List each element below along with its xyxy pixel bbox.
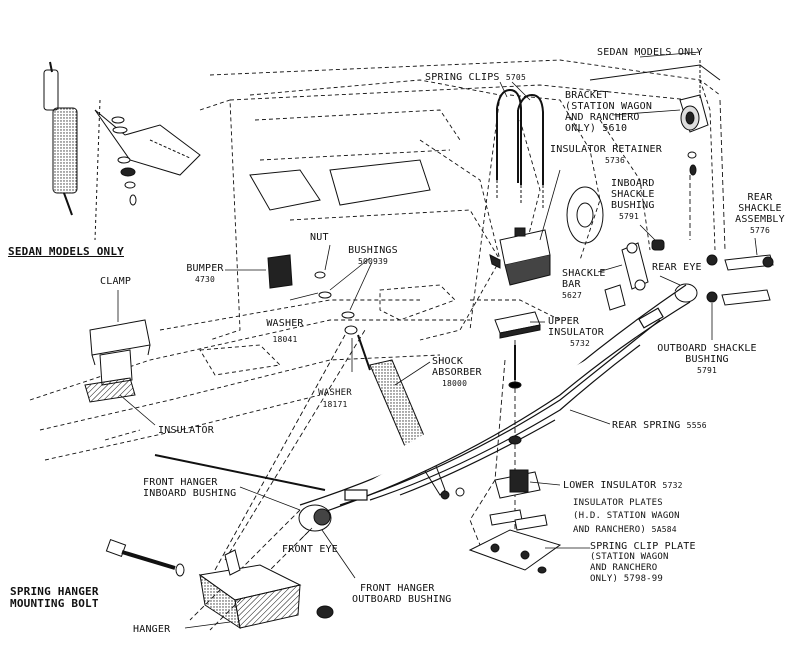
spring-clips-label: SPRING CLIPS 5705 xyxy=(425,72,526,83)
nut-washers xyxy=(314,271,358,335)
sedan-models-only-left: SEDAN MODELS ONLY xyxy=(8,245,124,258)
upper-insulator-label: UPPER INSULATOR 5732 xyxy=(548,316,604,348)
bracket-label: BRACKET (STATION WAGON AND RANCHERO ONLY… xyxy=(565,90,653,134)
washer-18171-label: WASHER 18171 xyxy=(318,388,352,409)
front-hanger-inboard-bushing-label: FRONT HANGER INBOARD BUSHING xyxy=(143,477,237,499)
outboard-shackle-bushing-label: OUTBOARD SHACKLE BUSHING 5791 xyxy=(657,343,757,375)
insulator-plates xyxy=(489,509,548,531)
clamp-label: CLAMP xyxy=(100,276,132,287)
bracket xyxy=(679,60,709,176)
washer-18041-label: WASHER 18041 xyxy=(266,318,304,344)
shock-absorber-label: SHOCK ABSORBER 18000 xyxy=(432,356,482,388)
clamp xyxy=(84,319,151,403)
rear-shackle-assembly-label: REAR SHACKLE ASSEMBLY 5776 xyxy=(735,192,785,235)
nut-label: NUT xyxy=(310,232,329,243)
spring-hanger-mounting-bolt-label: SPRING HANGER MOUNTING BOLT xyxy=(10,585,99,610)
bumper-label: BUMPER 4730 xyxy=(186,263,224,284)
sedan-models-only-top: SEDAN MODELS ONLY xyxy=(597,47,703,58)
spring-clips xyxy=(496,88,544,210)
inboard-shackle-bushing xyxy=(651,239,665,251)
front-eye-label: FRONT EYE xyxy=(282,544,338,555)
rear-spring xyxy=(299,284,691,521)
hanger-label: HANGER xyxy=(133,624,171,635)
inboard-shackle-bushing-label: INBOARD SHACKLE BUSHING 5791 xyxy=(611,178,655,221)
sedan-front-shock xyxy=(43,61,201,241)
hanger xyxy=(198,549,302,630)
front-hanger-outboard-bushing-label: FRONT HANGER OUTBOARD BUSHING xyxy=(352,583,452,605)
rear-spring-label: REAR SPRING 5556 xyxy=(612,420,707,431)
shackle-bar-label: SHACKLE BAR 5627 xyxy=(562,268,606,300)
lower-insulator xyxy=(494,345,541,499)
insulator-retainer-label: INSULATOR RETAINER 5736 xyxy=(550,144,662,165)
bushings-label: BUSHINGS 500939 xyxy=(348,245,398,266)
spring-clip-plate xyxy=(468,529,562,574)
insulator-retainer xyxy=(489,227,551,286)
rear-shackle-assembly xyxy=(706,254,774,306)
insulator-plates-label: INSULATOR PLATES (H.D. STATION WAGON AND… xyxy=(573,498,680,535)
lower-insulator-label: LOWER INSULATOR 5732 xyxy=(563,480,683,491)
leader-lines xyxy=(117,51,758,629)
bumper xyxy=(267,254,293,289)
front-eye xyxy=(298,504,332,532)
rear-eye-label: REAR EYE xyxy=(652,262,702,273)
spring-hanger-bolt xyxy=(105,538,334,619)
insulator-label: INSULATOR xyxy=(158,425,214,436)
shackle-bar xyxy=(621,242,649,291)
upper-insulator xyxy=(494,311,541,339)
spring-clip-plate-label: SPRING CLIP PLATE (STATION WAGON AND RAN… xyxy=(590,541,696,584)
